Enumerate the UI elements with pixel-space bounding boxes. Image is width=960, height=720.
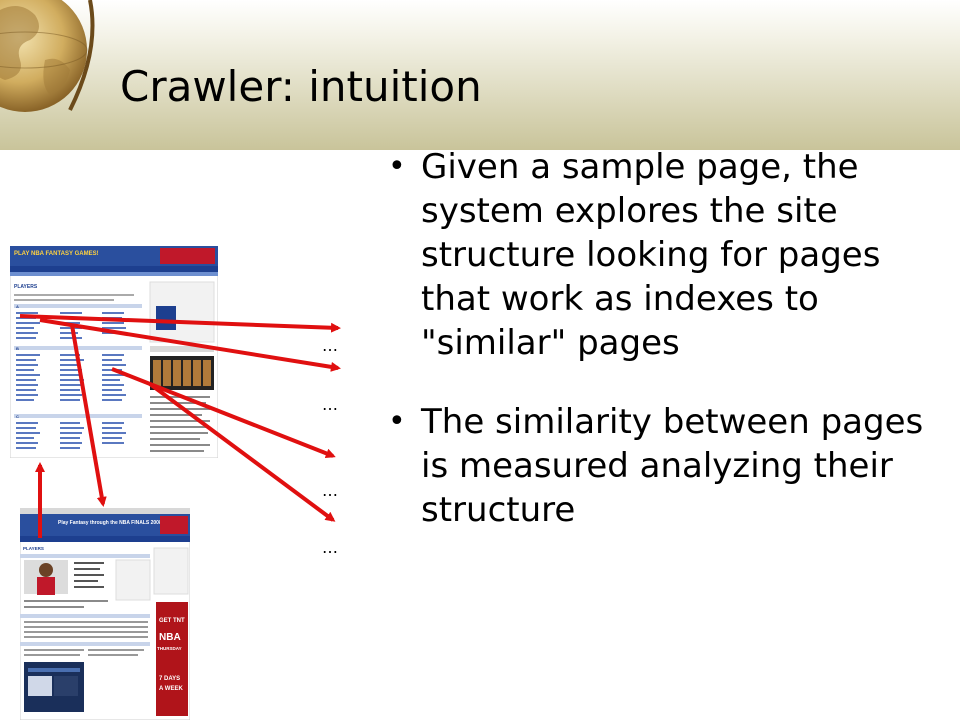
ad-line: A WEEK: [159, 686, 183, 692]
link-arrow: [19, 314, 341, 333]
bullet-item: Given a sample page, the system explores…: [388, 145, 948, 365]
ellipsis: …: [322, 538, 338, 557]
ad-line: GET TNT: [159, 618, 185, 624]
ad-line: NBA: [159, 632, 181, 643]
index-banner-text: PLAY NBA FANTASY GAMES!: [14, 251, 99, 257]
link-arrow: [148, 382, 336, 522]
link-arrow: [70, 324, 107, 507]
index-section-letter: B: [16, 346, 19, 351]
bullet-list: Given a sample page, the system explores…: [388, 145, 948, 567]
slide-title: Crawler: intuition: [120, 62, 482, 111]
player-heading: PLAYERS: [23, 546, 44, 551]
link-arrow: [111, 367, 336, 459]
globe-icon: [0, 0, 95, 112]
ellipsis: …: [322, 481, 338, 500]
index-section-letter: C: [16, 414, 19, 419]
index-page-screenshot: PLAY NBA FANTASY GAMES! PLAYERS A B C: [10, 246, 218, 458]
ellipsis: …: [322, 336, 338, 355]
ad-line: 7 DAYS: [159, 676, 180, 682]
player-banner-text: Play Fantasy through the NBA FINALS 2008: [58, 520, 162, 526]
index-section-letter: A: [16, 304, 19, 309]
bullet-item: The similarity between pages is measured…: [388, 400, 948, 532]
player-page-screenshot: Play Fantasy through the NBA FINALS 2008…: [20, 508, 190, 720]
link-arrow: [39, 318, 341, 372]
index-heading: PLAYERS: [14, 284, 38, 290]
header-band: [0, 0, 960, 150]
ellipsis: …: [322, 395, 338, 414]
ad-line: THURSDAY: [157, 646, 182, 651]
